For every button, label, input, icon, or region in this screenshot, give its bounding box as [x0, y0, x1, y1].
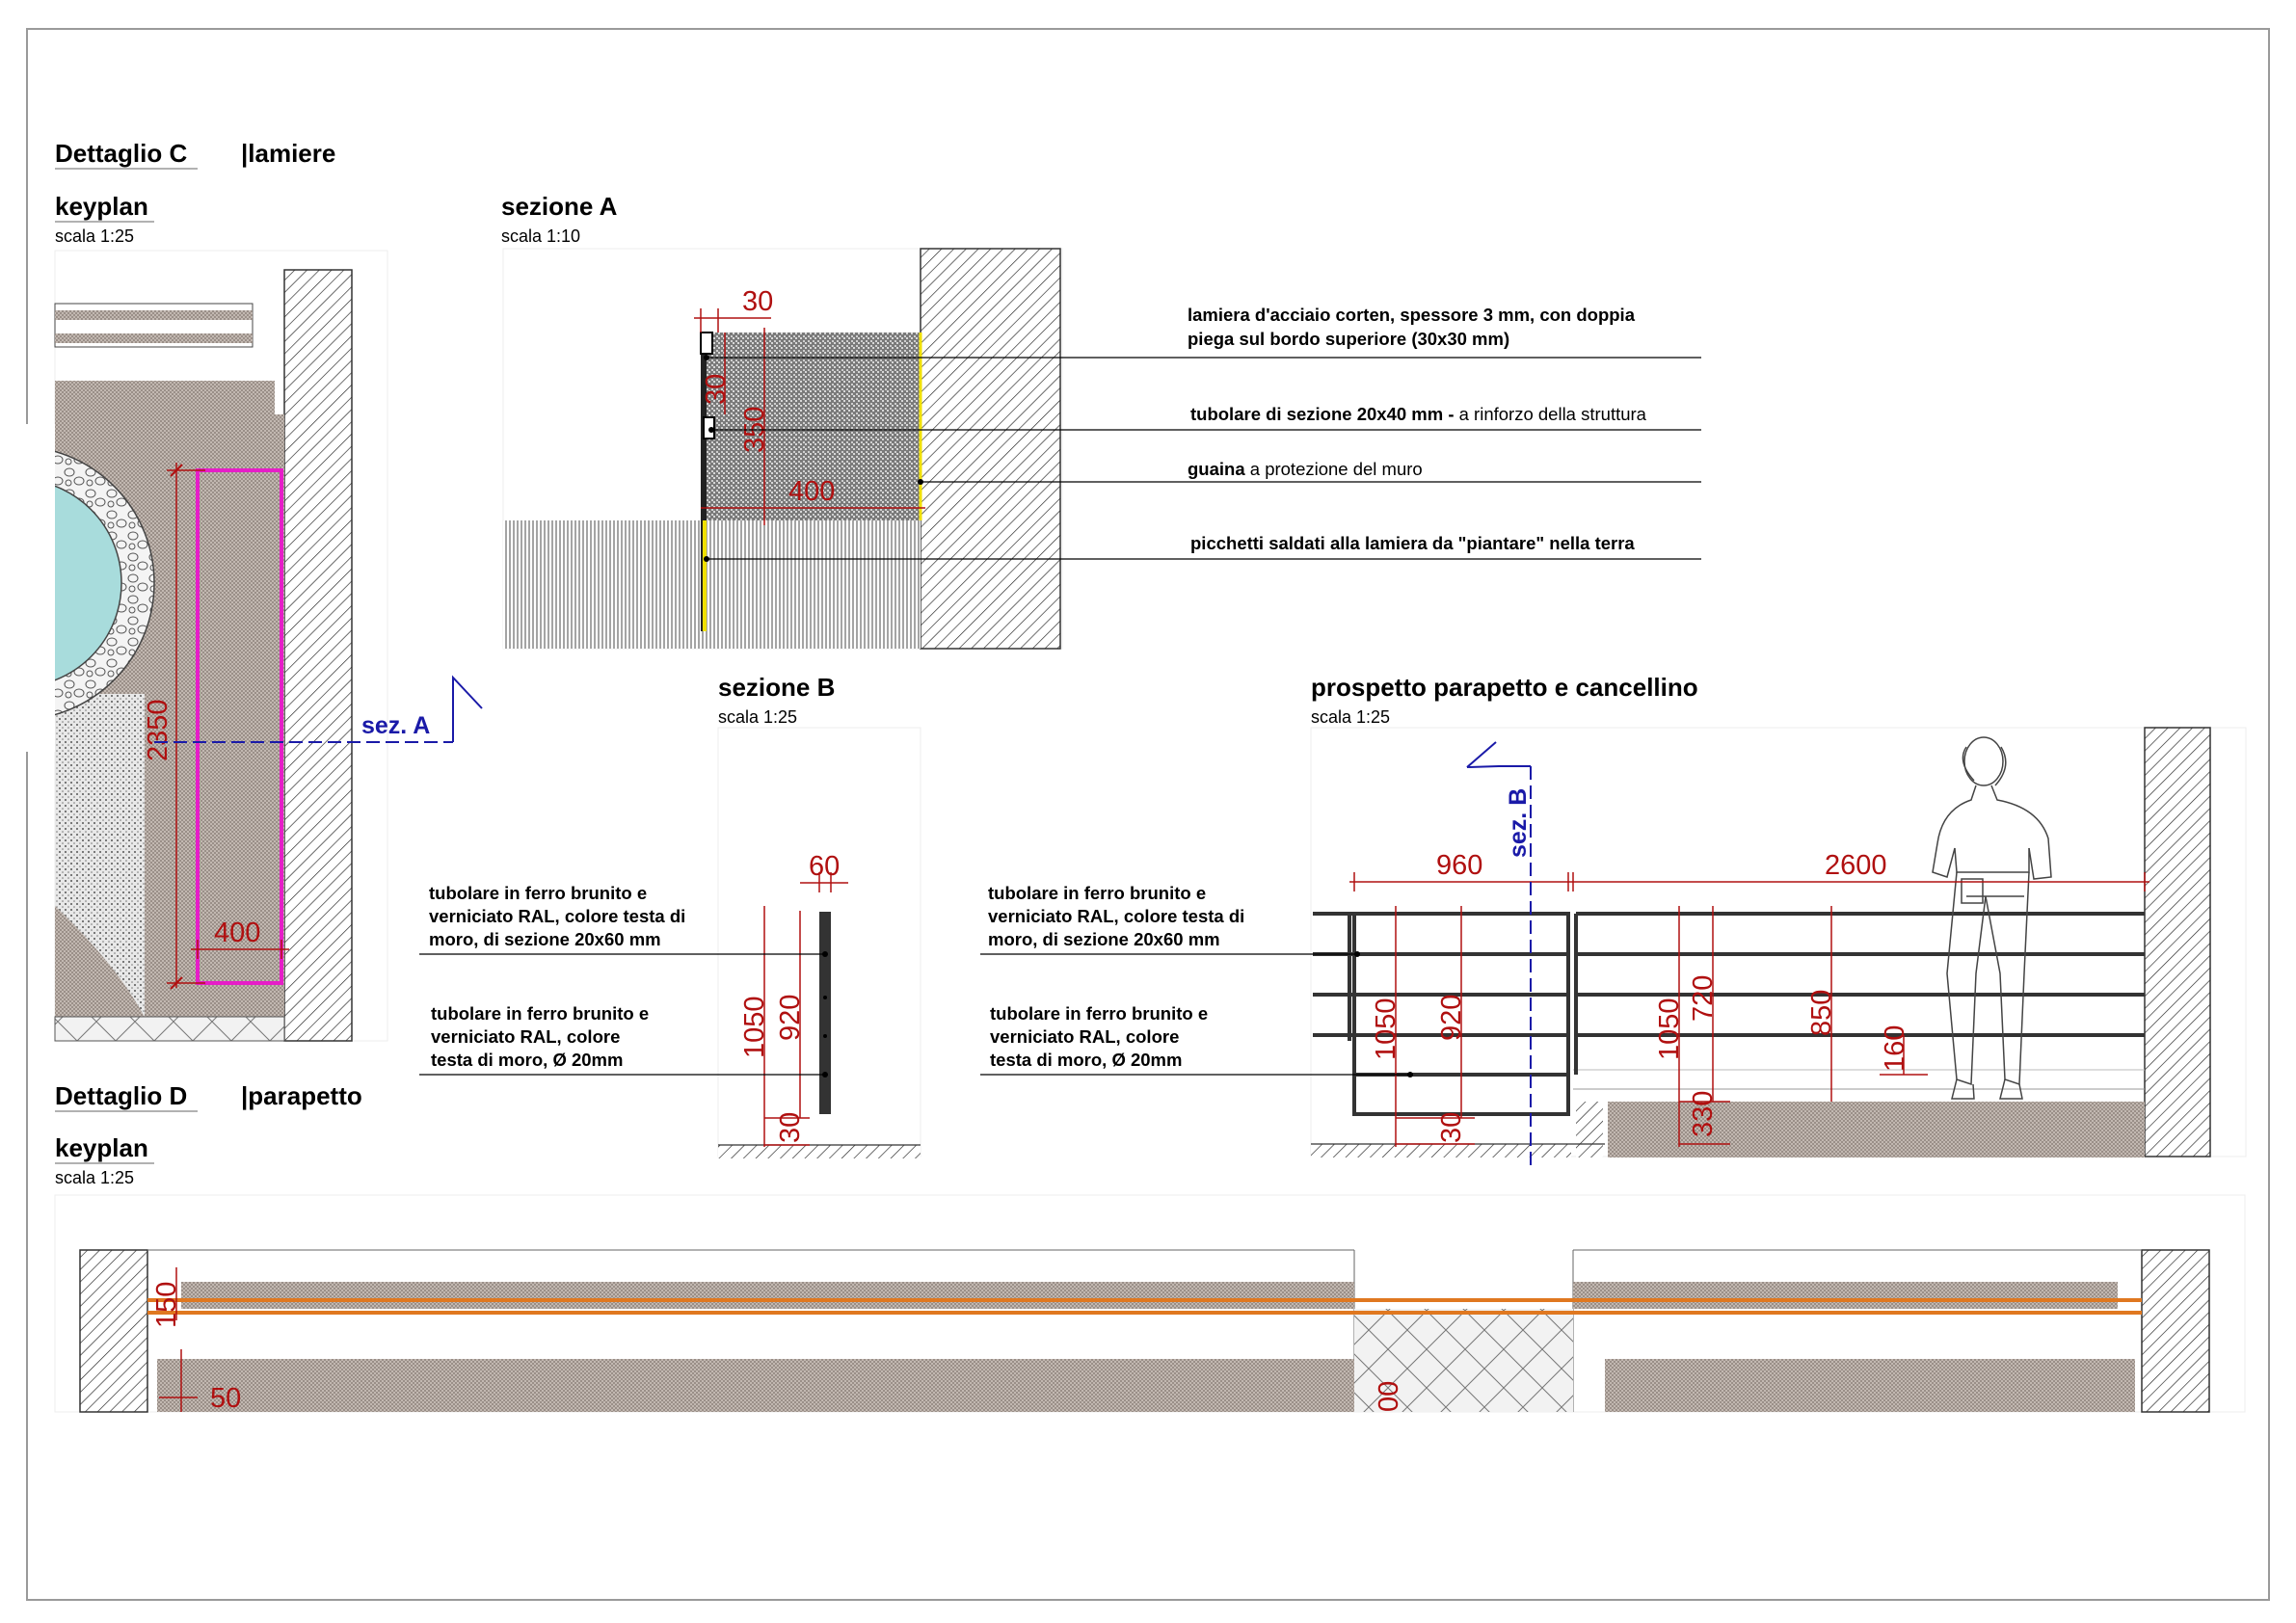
- note-picchetti: picchetti saldati alla lamiera da "piant…: [1190, 533, 1635, 553]
- keyplan-c-drawing: 2350 400 sez. A: [0, 250, 483, 1042]
- dim-960: 960: [1436, 850, 1482, 881]
- dim-30-fold: 30: [701, 374, 732, 405]
- dim-00: 00: [1374, 1381, 1404, 1412]
- note-b-tube1-3: moro, di sezione 20x60 mm: [429, 929, 661, 949]
- dim-60: 60: [809, 851, 840, 882]
- note-b-tube2-2: verniciato RAL, colore: [431, 1026, 620, 1047]
- keyplan-d-scale: scala 1:25: [55, 1168, 134, 1187]
- note-p-tube2-1: tubolare in ferro brunito e: [990, 1003, 1208, 1024]
- sezione-b-drawing: 60 1050 920 30 tubolare in ferro brunito…: [419, 727, 921, 1158]
- note-lamiera-1: lamiera d'acciaio corten, spessore 3 mm,…: [1188, 305, 1636, 325]
- keyplan-c-scale: scala 1:25: [55, 226, 134, 246]
- note-p-tube1-1: tubolare in ferro brunito e: [988, 883, 1206, 903]
- note-b-tube1-2: verniciato RAL, colore testa di: [429, 906, 685, 926]
- note-b-tube1-1: tubolare in ferro brunito e: [429, 883, 647, 903]
- dim-2350: 2350: [143, 699, 174, 761]
- sheet-frame: [26, 28, 2270, 1601]
- note-b-tube2-1: tubolare in ferro brunito e: [431, 1003, 649, 1024]
- note-p-tube2-2: verniciato RAL, colore: [990, 1026, 1179, 1047]
- dim-400-keyplan: 400: [214, 918, 260, 948]
- prospetto-drawing: 960 2600 1050 920 30 1050 720 330 850 16…: [980, 727, 2247, 1166]
- human-figure: [1932, 736, 2052, 1100]
- dim-720: 720: [1688, 975, 1719, 1022]
- dim-920-b: 920: [775, 995, 806, 1041]
- section-a-marker: sez. A: [361, 712, 430, 739]
- dim-330: 330: [1688, 1091, 1719, 1137]
- dim-30-b: 30: [775, 1112, 806, 1143]
- dim-150: 150: [151, 1282, 182, 1328]
- dim-30-gate: 30: [1436, 1112, 1467, 1143]
- prospetto-scale: scala 1:25: [1311, 707, 1390, 727]
- note-lamiera-2: piega sul bordo superiore (30x30 mm): [1188, 329, 1509, 349]
- section-b-marker: sez. B: [1505, 788, 1532, 858]
- note-b-tube2-3: testa di moro, Ø 20mm: [431, 1050, 623, 1070]
- keyplan-d-title: keyplan: [55, 1133, 148, 1162]
- prospetto-title: prospetto parapetto e cancellino: [1311, 673, 1698, 702]
- dim-920-gate: 920: [1436, 995, 1467, 1041]
- dim-850: 850: [1806, 990, 1837, 1036]
- sezione-a-title: sezione A: [501, 192, 618, 221]
- dim-1050-rail: 1050: [1654, 998, 1685, 1060]
- detail-d-subtitle: |parapetto: [241, 1081, 362, 1110]
- sezione-b-scale: scala 1:25: [718, 707, 797, 727]
- sezione-a-scale: scala 1:10: [501, 226, 580, 246]
- dim-1050-gate: 1050: [1371, 998, 1402, 1060]
- note-p-tube1-3: moro, di sezione 20x60 mm: [988, 929, 1220, 949]
- note-tubolare: tubolare di sezione 20x40 mm - a rinforz…: [1190, 404, 1647, 424]
- note-guaina: guaina a protezione del muro: [1188, 459, 1423, 479]
- dim-30-top: 30: [742, 286, 773, 317]
- sezione-a-drawing: 30 30 350 400 lamiera d'acciaio corten, …: [502, 248, 1701, 650]
- dim-2600: 2600: [1825, 850, 1887, 881]
- dim-1050-b: 1050: [739, 996, 770, 1058]
- dim-400-section: 400: [788, 476, 835, 507]
- sezione-b-title: sezione B: [718, 673, 835, 702]
- keyplan-d-drawing: 150 50 00: [54, 1194, 2246, 1414]
- detail-c-title: Dettaglio C: [55, 139, 187, 168]
- note-p-tube1-2: verniciato RAL, colore testa di: [988, 906, 1244, 926]
- keyplan-c-title: keyplan: [55, 192, 148, 221]
- dim-160: 160: [1880, 1025, 1910, 1072]
- note-p-tube2-3: testa di moro, Ø 20mm: [990, 1050, 1182, 1070]
- dim-50: 50: [210, 1383, 241, 1414]
- detail-d-title: Dettaglio D: [55, 1081, 187, 1110]
- detail-c-subtitle: |lamiere: [241, 139, 335, 168]
